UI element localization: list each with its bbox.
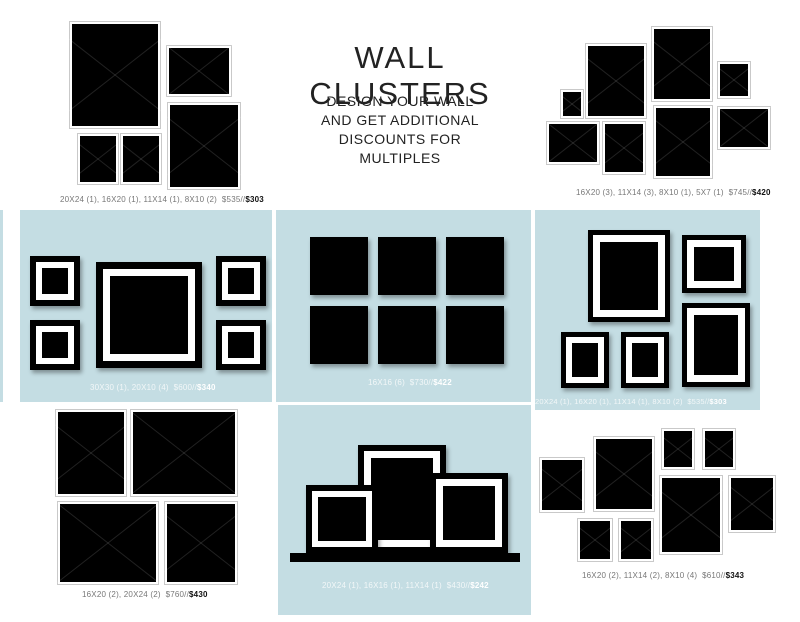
frame-11x14: [166, 45, 232, 97]
frame-16x20: [651, 26, 713, 102]
caption-price: $610//: [702, 571, 726, 580]
frame-20x24: [57, 501, 159, 585]
frame-8x10: [702, 428, 736, 470]
frame-16x20: [659, 475, 723, 555]
frame-11x14: [546, 121, 600, 165]
subtitle-line: DISCOUNTS FOR: [338, 131, 462, 147]
caption-sale-price: $422: [433, 378, 452, 387]
frame-16x16: [378, 306, 436, 364]
frame-5x7: [560, 89, 584, 119]
caption-price: $730//: [409, 378, 434, 387]
cluster-3[interactable]: 30X30 (1), 20X10 (4) $600//$340: [20, 210, 272, 402]
frame-11x14: [728, 475, 776, 533]
caption-price: $535//: [687, 397, 710, 406]
frame-16x20: [593, 436, 655, 512]
frame-16x20: [585, 43, 647, 119]
frame-8x10: [717, 61, 751, 99]
frame-11x14: [717, 106, 771, 150]
caption-price: $760//: [165, 590, 190, 599]
frame-8x10: [618, 518, 654, 562]
caption-sale-price: $303: [245, 195, 264, 204]
caption-price: $535//: [221, 195, 246, 204]
panel-edge: [0, 210, 3, 402]
caption-sale-price: $303: [709, 397, 727, 406]
frame-20x10: [216, 256, 266, 306]
caption-sizes: 30X30 (1), 20X10 (4): [90, 383, 169, 392]
cluster-caption: 30X30 (1), 20X10 (4) $600//$340: [90, 383, 216, 392]
frame-20x24: [130, 409, 238, 497]
frame-8x10: [661, 428, 695, 470]
cluster-4[interactable]: 16X16 (6) $730//$422: [276, 210, 531, 402]
frame-16x16: [446, 306, 504, 364]
subtitle-line: AND GET ADDITIONAL: [320, 112, 480, 128]
frame-20x10: [30, 320, 80, 370]
frame-20x24: [588, 230, 670, 322]
frame-20x10: [216, 320, 266, 370]
caption-price: $430//: [446, 581, 471, 590]
frame-16x16: [378, 237, 436, 295]
frame-16x20: [164, 501, 238, 585]
frame-11x14: [682, 235, 746, 293]
subtitle: DESIGN YOUR WALL AND GET ADDITIONAL DISC…: [300, 92, 500, 168]
frame-8x10: [120, 133, 162, 185]
frame-16x20: [653, 105, 713, 179]
frame-16x20: [682, 303, 750, 387]
subtitle-line: MULTIPLES: [359, 150, 441, 166]
frame-11x14: [539, 457, 585, 513]
caption-sizes: 20X24 (1), 16X16 (1), 11X14 (1): [322, 581, 442, 590]
frame-16x20: [167, 102, 241, 190]
caption-sale-price: $420: [752, 188, 771, 197]
cluster-caption: 20X24 (1), 16X20 (1), 11X14 (1), 8X10 (2…: [60, 195, 264, 204]
page-title: WALL CLUSTERS: [309, 40, 491, 111]
frame-16x16: [310, 237, 368, 295]
frame-30x30: [96, 262, 202, 368]
frame-8x10: [77, 133, 119, 185]
cluster-5[interactable]: 20X24 (1), 16X20 (1), 11X14 (1), 8X10 (2…: [535, 210, 760, 410]
frame-8x10: [561, 332, 609, 388]
cluster-caption: 16X20 (2), 11X14 (2), 8X10 (4) $610//$34…: [582, 571, 744, 580]
caption-sale-price: $343: [725, 571, 745, 580]
frame-11x14: [602, 121, 646, 175]
cluster-caption: 20X24 (1), 16X16 (1), 11X14 (1) $430//$2…: [322, 581, 489, 590]
cluster-caption: 16X20 (3), 11X14 (3), 8X10 (1), 5X7 (1) …: [576, 188, 771, 197]
cluster-caption: 20X24 (1), 16X20 (1), 11X14 (1), 8X10 (2…: [535, 397, 727, 406]
caption-price: $600//: [173, 383, 198, 392]
cluster-7[interactable]: 20X24 (1), 16X16 (1), 11X14 (1) $430//$2…: [278, 405, 531, 615]
frame-16x20: [55, 409, 127, 497]
caption-price: $745//: [728, 188, 753, 197]
subtitle-line: DESIGN YOUR WALL: [326, 93, 474, 109]
cluster-caption: 16X16 (6) $730//$422: [368, 378, 452, 387]
caption-sizes: 16X16 (6): [368, 378, 405, 387]
frame-20x24: [69, 21, 161, 129]
frame-8x10: [577, 518, 613, 562]
caption-sizes: 20X24 (1), 16X20 (1), 11X14 (1), 8X10 (2…: [60, 195, 218, 204]
caption-sizes: 16X20 (2), 20X24 (2): [82, 590, 161, 599]
frame-11x14: [306, 485, 378, 553]
caption-sizes: 16X20 (2), 11X14 (2), 8X10 (4): [582, 571, 698, 580]
frame-20x10: [30, 256, 80, 306]
caption-sale-price: $242: [470, 581, 489, 590]
cluster-caption: 16X20 (2), 20X24 (2) $760//$430: [82, 590, 208, 599]
picture-shelf: [290, 553, 520, 562]
frame-8x10: [621, 332, 669, 388]
frame-16x16: [310, 306, 368, 364]
caption-sizes: 20X24 (1), 16X20 (1), 11X14 (1), 8X10 (2…: [535, 397, 683, 406]
caption-sale-price: $430: [189, 590, 208, 599]
caption-sale-price: $340: [197, 383, 216, 392]
frame-16x16: [430, 473, 508, 553]
caption-sizes: 16X20 (3), 11X14 (3), 8X10 (1), 5X7 (1): [576, 188, 724, 197]
frame-16x16: [446, 237, 504, 295]
